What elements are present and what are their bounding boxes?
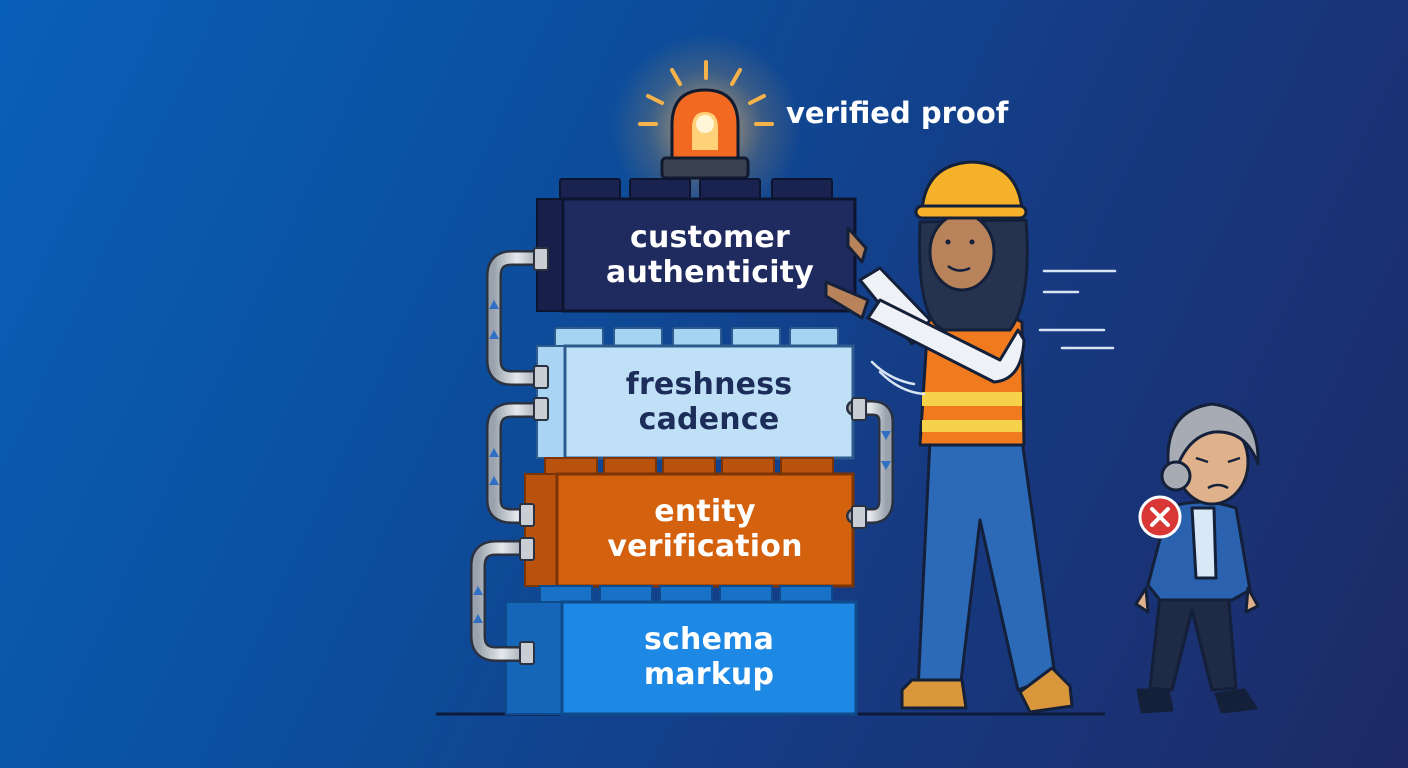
studs-schema bbox=[539, 585, 833, 603]
layer-line2: authenticity bbox=[606, 255, 814, 290]
reject-x-icon bbox=[1138, 495, 1182, 539]
block-customer-authenticity bbox=[536, 197, 857, 313]
flow-arrows bbox=[473, 300, 891, 623]
block-entity-verification bbox=[524, 472, 855, 588]
layer-line1: entity bbox=[654, 494, 756, 529]
studs-freshness bbox=[554, 327, 839, 349]
layer-label-schema-markup: schema markup bbox=[562, 622, 856, 692]
layer-line2: cadence bbox=[638, 402, 780, 437]
rejecting-person bbox=[1134, 402, 1260, 714]
layer-line1: freshness bbox=[625, 367, 793, 402]
verified-proof-label: verified proof bbox=[786, 96, 1009, 130]
studs-entity bbox=[544, 457, 834, 475]
layer-label-customer-authenticity: customer authenticity bbox=[565, 220, 855, 290]
motion-lines-icon bbox=[870, 269, 1117, 396]
pipe-couplings bbox=[519, 247, 867, 665]
layer-label-freshness-cadence: freshness cadence bbox=[565, 367, 853, 437]
block-freshness-cadence bbox=[536, 344, 855, 460]
layer-line1: schema bbox=[643, 622, 775, 657]
worker-figure bbox=[824, 160, 1074, 714]
layer-label-entity-verification: entity verification bbox=[557, 494, 853, 564]
layer-line2: markup bbox=[643, 657, 775, 692]
layer-line1: customer bbox=[630, 220, 790, 255]
layer-line2: verification bbox=[607, 529, 803, 564]
pipe-icon bbox=[470, 250, 894, 662]
